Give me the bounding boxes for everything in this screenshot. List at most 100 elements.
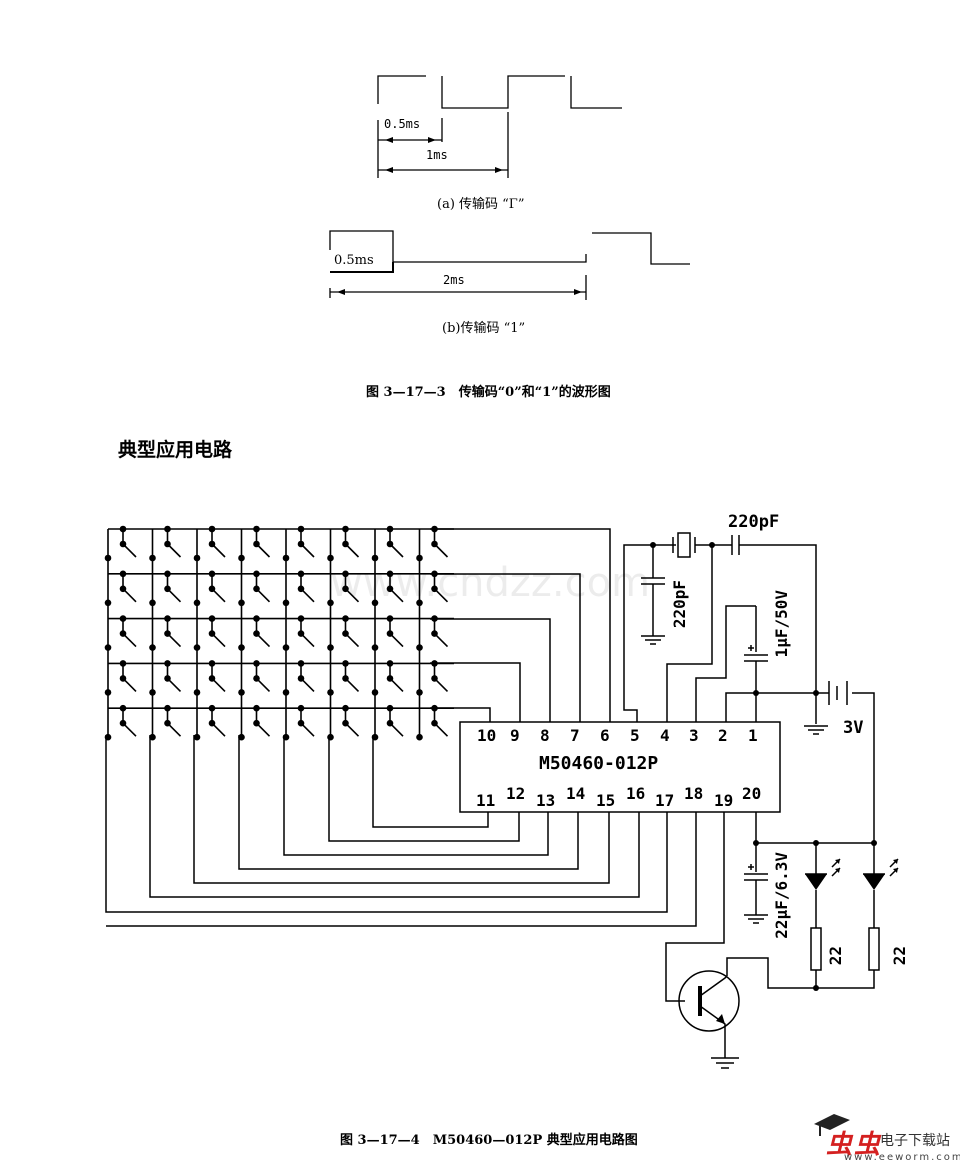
wire-pin11 <box>372 735 489 828</box>
key-switch <box>300 677 315 692</box>
figure-caption-waveform: 图 3—17—3 传输码“0”和“1”的波形图 <box>366 385 611 400</box>
wire-pin5 <box>623 544 676 722</box>
wire-pin15 <box>193 735 610 884</box>
waveform-a-signal <box>377 75 622 109</box>
column-node <box>193 554 201 562</box>
waveform-b-caption: (b)传输码 “1” <box>442 321 526 336</box>
column-node <box>238 599 245 607</box>
site-logo[interactable]: 虫虫 电子下载站 www.eeworm.com <box>808 1108 960 1166</box>
waveform-b-full-label: 2ms <box>443 273 465 287</box>
resistor-1-label: 22 <box>826 946 845 966</box>
wire-pin19 <box>665 812 725 1002</box>
figure-caption-circuit: 图 3—17—4 M50460—012P 典型应用电路图 <box>340 1133 638 1148</box>
wire-pin20 <box>755 812 874 844</box>
column-node <box>238 554 245 562</box>
column-node <box>327 644 334 651</box>
key-switch <box>255 543 271 558</box>
key-switch <box>122 588 137 603</box>
key-switch <box>344 722 360 737</box>
ic-pin-10: 10 <box>477 726 497 745</box>
wire-pin3 <box>695 605 756 722</box>
key-switch <box>255 633 271 648</box>
ic-name: M50460-012P <box>539 753 659 774</box>
ground-symbol-1 <box>641 635 665 645</box>
column-node <box>327 554 334 562</box>
key-switch <box>166 677 182 692</box>
key-switch <box>389 722 404 737</box>
graduation-cap-icon <box>814 1114 850 1136</box>
key-switch <box>433 677 449 692</box>
logo-url: www.eeworm.com <box>844 1152 960 1163</box>
waveform-a-full-dim <box>378 112 509 178</box>
led-1 <box>805 874 827 890</box>
ic-pin-1: 1 <box>748 726 758 745</box>
key-switch <box>255 588 271 603</box>
ic-pin-20: 20 <box>742 784 762 803</box>
key-switch <box>255 722 271 737</box>
waveform-b-half-label: 0.5ms <box>334 253 374 268</box>
ic-pin-13: 13 <box>536 791 556 810</box>
column-node <box>371 689 379 696</box>
key-switch <box>344 543 360 558</box>
column-node <box>104 554 112 562</box>
key-switch <box>433 633 449 648</box>
waveform-b-signal <box>329 230 690 265</box>
column-node <box>371 554 379 562</box>
key-switch <box>122 722 137 737</box>
column-node <box>193 599 201 607</box>
ic-pin-3: 3 <box>689 726 699 745</box>
logo-mark: 虫虫 <box>826 1130 883 1160</box>
ic-pin-9: 9 <box>510 726 520 745</box>
wire-row-3 <box>430 618 551 722</box>
key-switch <box>300 543 315 558</box>
column-node <box>416 689 423 696</box>
column-node <box>238 689 245 696</box>
column-node <box>149 733 156 741</box>
column-node <box>238 644 245 651</box>
ground-symbol-3 <box>744 914 768 924</box>
logo-name: 电子下载站 <box>880 1133 950 1149</box>
column-node <box>282 554 290 562</box>
wire-row-2 <box>430 573 581 722</box>
ic-pin-2: 2 <box>718 726 728 745</box>
column-node <box>104 689 112 696</box>
waveform-a-full-label: 1ms <box>426 148 448 162</box>
wire-row-1 <box>430 528 611 722</box>
key-switch <box>344 588 360 603</box>
key-switch <box>389 543 404 558</box>
column-node <box>149 644 156 651</box>
column-node <box>282 599 290 607</box>
column-node <box>327 733 334 741</box>
waveform-b-full-dim <box>329 275 587 300</box>
wire-pin17 <box>105 735 668 913</box>
ic-body <box>459 721 781 813</box>
capacitor-22uf <box>744 873 768 881</box>
switch-matrix <box>104 525 454 741</box>
battery-label: 3V <box>843 718 864 738</box>
ic-pin-4: 4 <box>660 726 670 745</box>
key-switch <box>166 588 182 603</box>
column-node <box>238 733 245 741</box>
key-switch <box>300 722 315 737</box>
key-switch <box>166 633 182 648</box>
ic-pin-17: 17 <box>655 791 675 810</box>
column-node <box>104 599 112 607</box>
key-switch <box>211 677 226 692</box>
crystal-cap-label: 220pF <box>728 512 780 532</box>
ic-pin-18: 18 <box>684 784 704 803</box>
electrolytic-bottom-label: 22μF/6.3V <box>772 852 791 939</box>
key-switch <box>300 633 315 648</box>
column-node <box>193 733 201 741</box>
key-switch <box>389 633 404 648</box>
ground-cap-label: 220pF <box>670 580 689 629</box>
key-switch <box>389 677 404 692</box>
key-switch <box>433 543 449 558</box>
ic-pin-16: 16 <box>626 784 646 803</box>
wire-pin2 <box>725 692 816 722</box>
wire-row-4 <box>430 662 521 722</box>
column-node <box>327 689 334 696</box>
ic-pin-5: 5 <box>630 726 640 745</box>
column-node <box>149 689 156 696</box>
watermark: www.cndzz.com <box>330 560 651 606</box>
